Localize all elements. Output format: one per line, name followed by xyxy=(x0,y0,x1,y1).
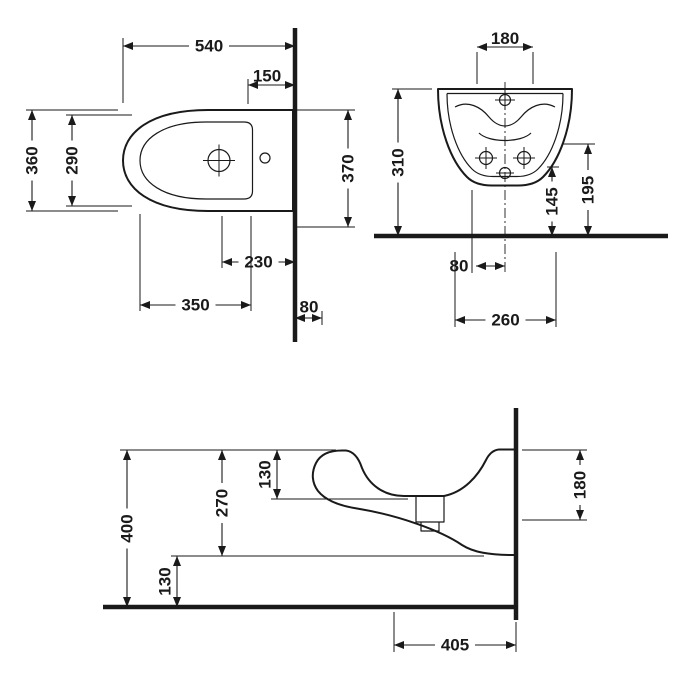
label-bg xyxy=(189,37,229,55)
side-view: 130 270 400 130 xyxy=(103,408,590,655)
dim-180-front-label: 180 xyxy=(491,29,519,48)
drain-trap-side xyxy=(415,496,445,532)
bowl-opening-front xyxy=(454,103,556,127)
label-bg xyxy=(118,508,136,549)
dim-150-label: 150 xyxy=(253,67,281,86)
label-bg xyxy=(543,181,561,222)
dim-310: 310 xyxy=(389,88,432,236)
dim-350: 350 xyxy=(139,214,252,315)
dim-400: 400 xyxy=(118,450,137,607)
dim-130-lower: 130 xyxy=(156,556,181,607)
dim-540-label: 540 xyxy=(195,37,223,56)
dim-80-plan-label: 80 xyxy=(300,298,319,317)
label-bg xyxy=(175,296,216,314)
dim-145: 145 xyxy=(543,166,562,236)
dim-350-label: 350 xyxy=(181,296,209,315)
dim-400-label: 400 xyxy=(118,514,137,542)
front-view: 180 310 145 195 xyxy=(374,29,668,330)
bidet-outline-side xyxy=(311,448,515,556)
dim-290: 290 xyxy=(63,114,132,207)
dim-230: 230 xyxy=(221,216,295,272)
dim-130-lower-label: 130 xyxy=(156,567,175,595)
bidet-outline-front xyxy=(437,88,573,187)
bidet-outline-plan xyxy=(122,109,294,212)
dim-405-label: 405 xyxy=(441,636,469,655)
label-bg xyxy=(238,253,279,271)
small-hole xyxy=(259,152,271,164)
dim-270-label: 270 xyxy=(213,489,232,517)
label-bg xyxy=(579,170,597,210)
dim-180-side-label: 180 xyxy=(571,471,590,499)
label-bg xyxy=(63,140,81,181)
label-bg xyxy=(485,311,526,329)
dim-260: 260 xyxy=(454,252,557,330)
dim-195-label: 195 xyxy=(579,176,598,204)
dim-195: 195 xyxy=(563,143,598,236)
dim-290-label: 290 xyxy=(63,146,82,174)
dim-370: 370 xyxy=(297,109,358,228)
label-bg xyxy=(435,636,475,654)
dim-360-label: 360 xyxy=(23,146,42,174)
dim-270: 270 xyxy=(213,450,232,556)
dim-370-label: 370 xyxy=(339,154,358,182)
dim-230-label: 230 xyxy=(244,253,272,272)
bowl-back-front xyxy=(478,132,532,142)
dim-80-front-label: 80 xyxy=(450,257,469,276)
dim-180-front: 180 xyxy=(476,29,534,84)
dim-130-upper: 130 xyxy=(256,450,281,499)
label-bg xyxy=(213,483,231,523)
dim-540: 540 xyxy=(122,37,295,103)
top-view: 540 150 360 290 xyxy=(23,28,358,342)
dim-150: 150 xyxy=(247,67,295,104)
dim-405: 405 xyxy=(393,612,517,655)
bowl-inner-plan xyxy=(139,121,254,200)
dim-130-upper-label: 130 xyxy=(256,460,275,488)
dim-260-label: 260 xyxy=(491,311,519,330)
dim-360: 360 xyxy=(23,109,118,212)
dim-310-label: 310 xyxy=(389,148,408,176)
dim-145-label: 145 xyxy=(543,187,562,215)
label-bg xyxy=(23,140,41,181)
label-bg xyxy=(571,465,589,505)
dim-80-plan: 80 xyxy=(295,298,323,325)
dim-80-front: 80 xyxy=(450,190,505,276)
label-bg xyxy=(389,142,407,183)
label-bg xyxy=(339,148,357,189)
dim-180-side: 180 xyxy=(522,449,590,521)
